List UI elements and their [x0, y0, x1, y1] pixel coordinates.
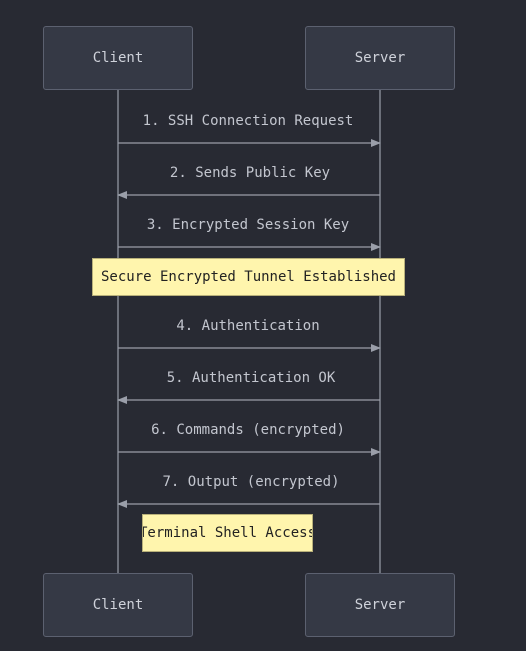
- message-label-4: 4. Authentication: [176, 318, 320, 334]
- note-terminal-shell: Terminal Shell Access: [142, 514, 313, 552]
- client-actor-bottom: Client: [43, 573, 193, 637]
- message-label-3: 3. Encrypted Session Key: [146, 217, 350, 233]
- note-secure-tunnel: Secure Encrypted Tunnel Established: [92, 258, 405, 296]
- message-arrows: [117, 139, 381, 508]
- server-actor-bottom: Server: [305, 573, 455, 637]
- server-actor-top: Server: [305, 26, 455, 90]
- message-label-2: 2. Sends Public Key: [169, 165, 331, 181]
- message-label-1: 1. SSH Connection Request: [142, 113, 354, 129]
- client-actor-top: Client: [43, 26, 193, 90]
- message-label-6: 6. Commands (encrypted): [151, 422, 345, 438]
- message-label-5: 5. Authentication OK: [166, 370, 336, 386]
- message-label-7: 7. Output (encrypted): [162, 474, 340, 490]
